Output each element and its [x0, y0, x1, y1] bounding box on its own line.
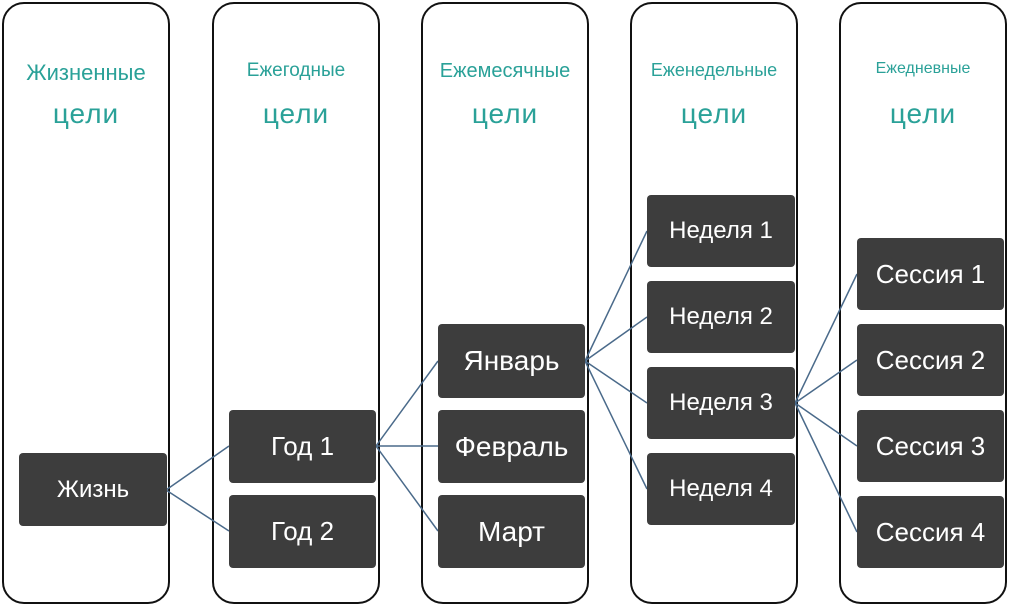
node-week-2: Неделя 2 [647, 281, 795, 353]
column-heading-line2: цели [262, 98, 330, 129]
node-session-2: Сессия 2 [857, 324, 1004, 396]
node-year-2: Год 2 [229, 495, 376, 568]
node-january: Январь [438, 324, 585, 398]
node-session-3: Сессия 3 [857, 410, 1004, 482]
node-week-4: Неделя 4 [647, 453, 795, 525]
column-heading-line1: Жизненные [26, 60, 146, 85]
node-march: Март [438, 495, 585, 568]
node-year-1: Год 1 [229, 410, 376, 483]
node-life: Жизнь [19, 453, 167, 526]
node-week-3: Неделя 3 [647, 367, 795, 439]
node-session-1: Сессия 1 [857, 238, 1004, 310]
column-heading-line2: цели [680, 98, 748, 129]
column-heading-line2: цели [889, 98, 957, 129]
node-february: Февраль [438, 410, 585, 483]
column-heading-line1: Ежедневные [875, 60, 971, 77]
node-session-4: Сессия 4 [857, 496, 1004, 568]
column-heading-line1: Ежемесячные [439, 60, 571, 82]
column-heading-line1: Ежегодные [246, 60, 346, 81]
column-heading-line2: цели [52, 98, 120, 129]
column-heading-line1: Еженедельные [650, 60, 778, 80]
node-week-1: Неделя 1 [647, 195, 795, 267]
column-heading-line2: цели [471, 98, 539, 129]
